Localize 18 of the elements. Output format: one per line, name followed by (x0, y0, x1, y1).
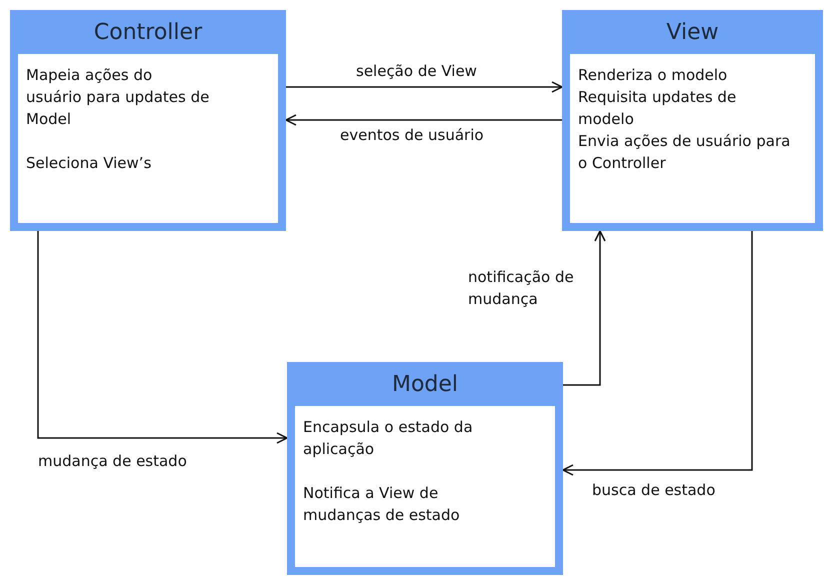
box-heading: View (665, 18, 720, 46)
description-text: Requisita updates de modelo (578, 87, 738, 130)
description-text: Notifica a View de mudanças de estado (303, 483, 461, 526)
component-box (562, 10, 823, 231)
arrow (563, 230, 606, 386)
description-text: Encapsula o estado da aplicação (303, 417, 474, 460)
arrow (37, 231, 288, 444)
box-heading: Model (390, 370, 460, 398)
description-text: Seleciona View’s (26, 153, 152, 174)
description-text: Envia ações de usuário para o Controller (578, 131, 792, 174)
component-box (10, 10, 286, 231)
description-text: Renderiza o modelo (578, 65, 728, 86)
component-box (287, 362, 563, 575)
box-heading: Controller (92, 18, 204, 46)
arrow (285, 114, 562, 126)
description-text: Mapeia ações do usuário para updates de Model (26, 65, 210, 130)
arrow (286, 81, 563, 93)
arrow (562, 231, 753, 476)
